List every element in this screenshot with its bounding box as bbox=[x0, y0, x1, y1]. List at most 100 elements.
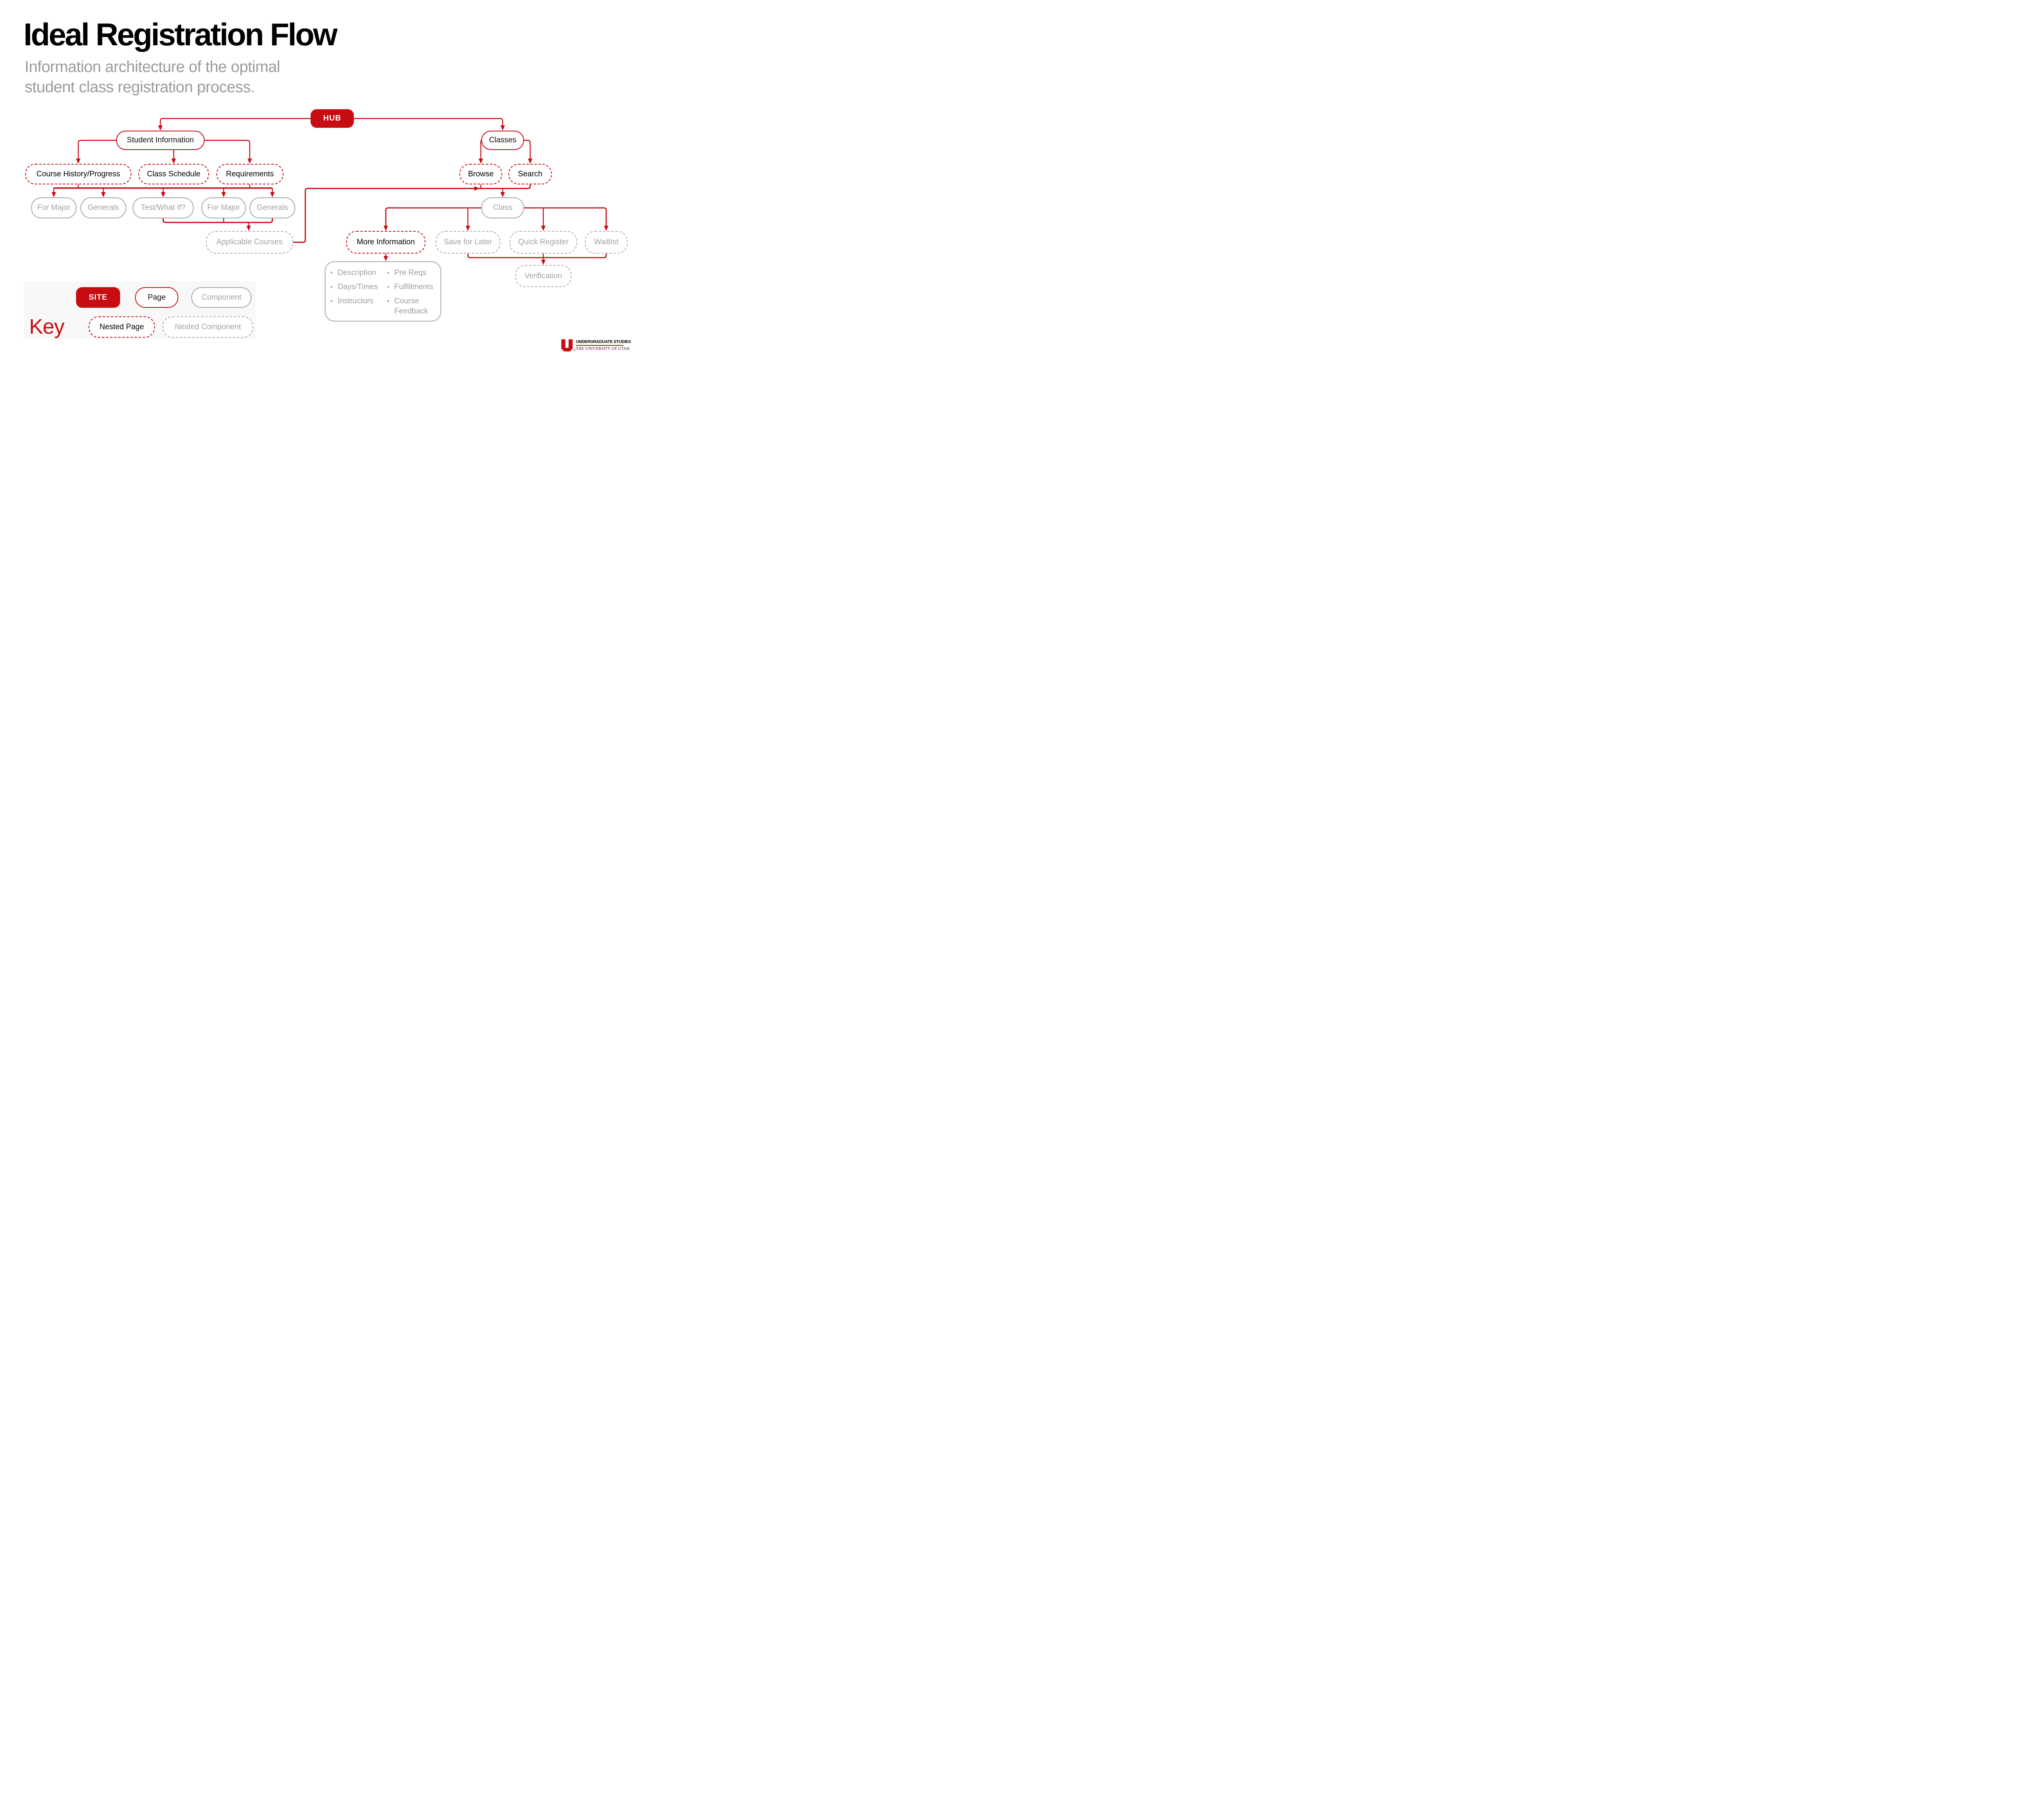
utah-u-icon bbox=[561, 339, 573, 351]
node-quick-register: Quick Register bbox=[510, 231, 577, 254]
arrowhead-down-icon bbox=[221, 192, 226, 197]
node-for-major-2: For Major bbox=[201, 197, 246, 218]
node-test-what-if: Test/What If? bbox=[133, 197, 194, 218]
bullet-icon: • bbox=[330, 283, 333, 291]
node-generals-2: Generals bbox=[250, 197, 295, 218]
class-details-column-1: • Description • Days/Times • Instructors bbox=[330, 268, 378, 310]
node-save-for-later: Save for Later bbox=[436, 231, 500, 254]
key-item-label: Component bbox=[201, 293, 241, 302]
arrowhead-down-icon bbox=[158, 125, 163, 131]
node-label: Course History/Progress bbox=[36, 169, 120, 178]
class-details-component: • Description • Days/Times • Instructors • P… bbox=[325, 261, 441, 322]
list-item-label: Days/Times bbox=[337, 283, 378, 291]
node-classes: Classes bbox=[481, 131, 524, 150]
arrowhead-down-icon bbox=[101, 192, 106, 197]
arrowhead-down-icon bbox=[541, 260, 546, 265]
node-hub-label: HUB bbox=[323, 114, 341, 123]
connector-line bbox=[467, 254, 607, 258]
node-label: Classes bbox=[489, 136, 516, 144]
key-item-label: SITE bbox=[89, 293, 108, 302]
list-item-label: Instructors bbox=[337, 297, 374, 305]
node-class: Class bbox=[481, 197, 524, 218]
bullet-icon: • bbox=[330, 269, 333, 277]
arrowhead-down-icon bbox=[500, 125, 505, 131]
node-label: More Information bbox=[357, 238, 415, 246]
node-student-information: Student Information bbox=[116, 131, 205, 150]
key-item-nested-page: Nested Page bbox=[89, 316, 155, 338]
node-browse: Browse bbox=[459, 164, 502, 184]
node-label: Quick Register bbox=[518, 238, 569, 246]
node-label: Generals bbox=[87, 203, 119, 212]
list-item: • Description bbox=[330, 268, 378, 278]
logo-org-line: UNDERGRADUATE STUDIES bbox=[576, 339, 631, 344]
node-label: Requirements bbox=[226, 169, 274, 178]
list-item-label: Pre Reqs bbox=[394, 269, 427, 277]
node-label: Waitlist bbox=[594, 238, 619, 246]
node-generals-1: Generals bbox=[80, 197, 126, 218]
connector-line bbox=[160, 118, 311, 126]
list-item-label: Fulfillments bbox=[394, 283, 434, 291]
logo-red-rule bbox=[576, 345, 624, 346]
logo-university-line: THE UNIVERSITY OF UTAH bbox=[576, 346, 630, 351]
arrowhead-down-icon bbox=[51, 192, 56, 197]
connector-line bbox=[524, 207, 607, 226]
university-logo: ® UNDERGRADUATE STUDIES THE UNIVERSITY O… bbox=[561, 339, 631, 352]
page-title: Ideal Registration Flow bbox=[23, 17, 338, 52]
node-label: Class Schedule bbox=[147, 169, 201, 178]
connector-line bbox=[524, 140, 531, 159]
registered-mark: ® bbox=[573, 349, 576, 352]
arrowhead-down-icon bbox=[604, 226, 609, 231]
list-item-label: Description bbox=[337, 269, 376, 277]
bullet-icon: • bbox=[387, 269, 389, 277]
arrowhead-down-icon bbox=[465, 226, 470, 231]
subtitle-line-1: Information architecture of the optimal bbox=[25, 58, 280, 76]
node-hub: HUB bbox=[311, 109, 354, 128]
node-requirements: Requirements bbox=[216, 164, 283, 184]
bullet-icon: • bbox=[387, 297, 389, 305]
connector-line bbox=[163, 218, 273, 223]
key-item-nested-component: Nested Component bbox=[163, 316, 253, 338]
arrowhead-down-icon bbox=[76, 159, 80, 164]
arrowhead-down-icon bbox=[161, 192, 165, 197]
arrowhead-down-icon bbox=[500, 192, 505, 197]
list-item-label: Course Feedback bbox=[394, 297, 428, 315]
bullet-icon: • bbox=[330, 297, 333, 305]
node-for-major-1: For Major bbox=[31, 197, 76, 218]
key-item-label: Nested Component bbox=[175, 322, 241, 331]
arrowhead-down-icon bbox=[246, 226, 251, 231]
connector-line bbox=[205, 140, 250, 159]
arrowhead-down-icon bbox=[541, 226, 546, 231]
connector-line bbox=[385, 207, 481, 226]
node-search: Search bbox=[508, 164, 552, 184]
key-item-page: Page bbox=[135, 287, 178, 308]
list-item: • Instructors bbox=[330, 296, 378, 306]
connector-line bbox=[78, 140, 116, 159]
poster-canvas: Ideal Registration Flow Information arch… bbox=[0, 0, 647, 364]
node-label: Class bbox=[493, 203, 512, 212]
arrowhead-down-icon bbox=[383, 226, 388, 231]
node-label: Applicable Courses bbox=[216, 238, 283, 246]
arrowhead-down-icon bbox=[478, 159, 483, 164]
key-item-site: SITE bbox=[76, 287, 120, 308]
node-label: For Major bbox=[37, 203, 70, 212]
arrowhead-down-icon bbox=[383, 256, 388, 261]
list-item: • Days/Times bbox=[330, 282, 378, 292]
arrowhead-down-icon bbox=[247, 159, 252, 164]
node-label: Verification bbox=[525, 271, 562, 280]
arrowhead-right-icon bbox=[474, 186, 480, 191]
list-item: • Pre Reqs bbox=[387, 268, 440, 278]
node-label: Browse bbox=[468, 169, 494, 178]
list-item: • Course Feedback bbox=[387, 296, 440, 316]
node-verification: Verification bbox=[515, 265, 571, 287]
node-label: Student Information bbox=[127, 136, 194, 144]
arrowhead-down-icon bbox=[270, 192, 275, 197]
node-waitlist: Waitlist bbox=[585, 231, 628, 254]
node-label: Generals bbox=[256, 203, 288, 212]
page-subtitle: Information architecture of the optimal … bbox=[25, 57, 280, 97]
node-label: For Major bbox=[207, 203, 240, 212]
key-item-label: Nested Page bbox=[99, 322, 144, 331]
key-item-label: Page bbox=[148, 293, 166, 302]
node-class-schedule: Class Schedule bbox=[138, 164, 209, 184]
node-label: Save for Later bbox=[444, 238, 492, 246]
arrowhead-down-icon bbox=[528, 159, 533, 164]
